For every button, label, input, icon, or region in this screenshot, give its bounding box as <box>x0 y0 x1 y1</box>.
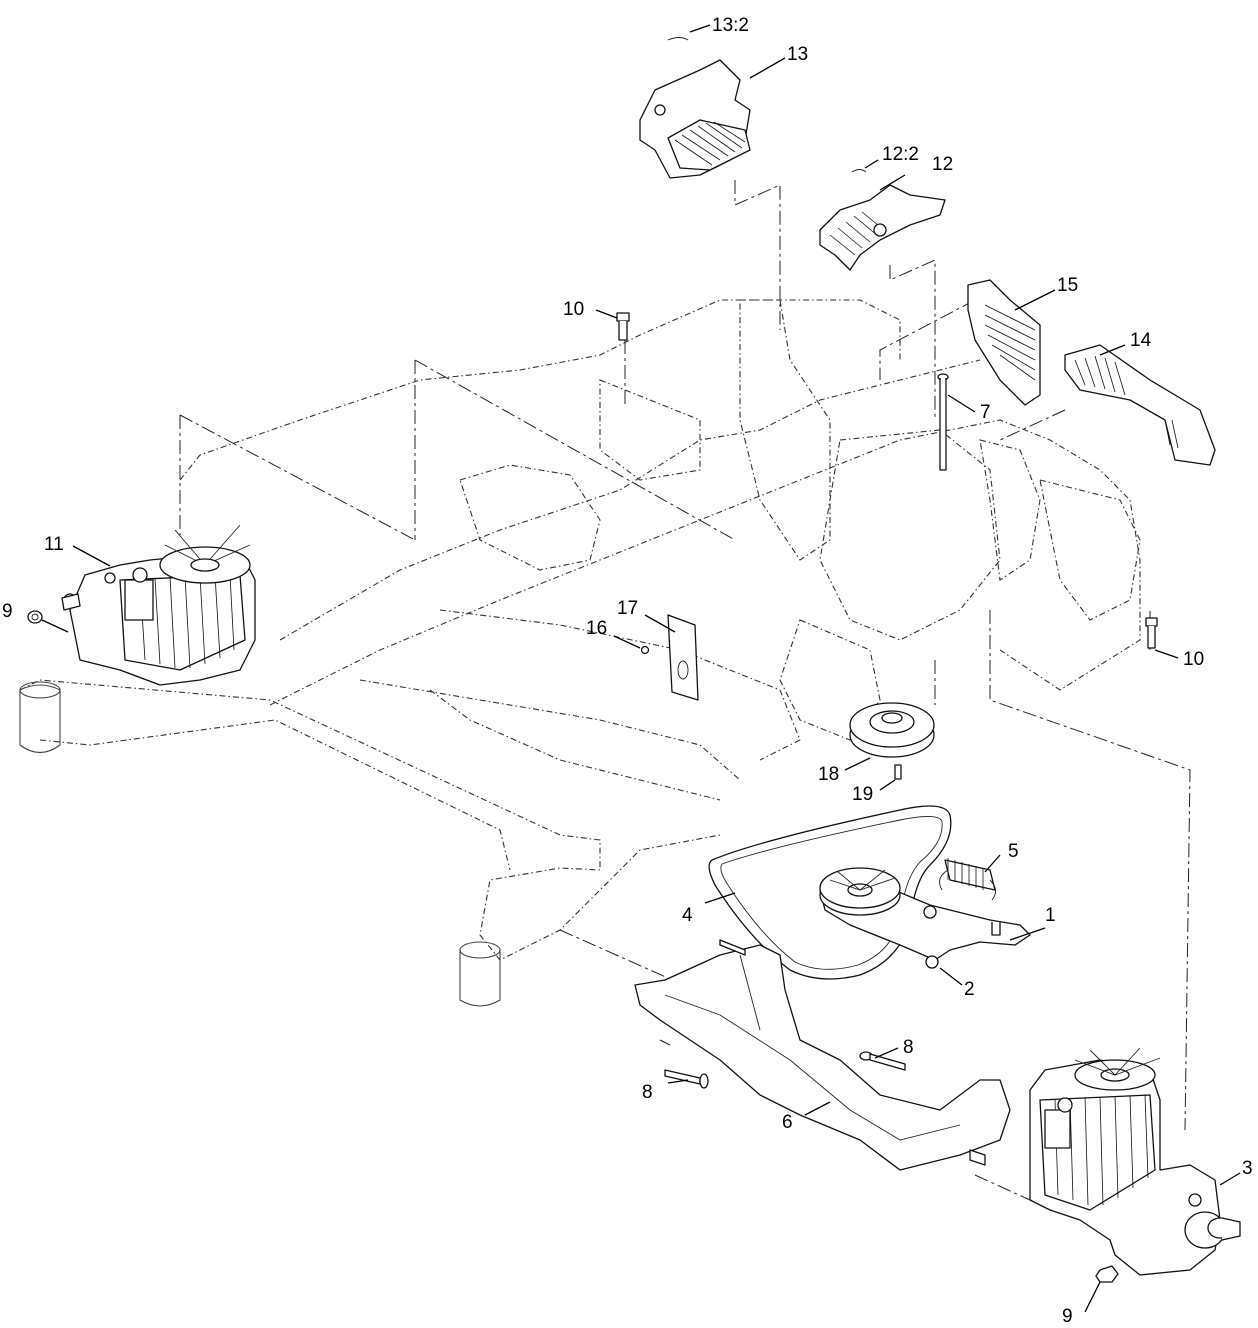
callout-8a: 8 <box>642 1082 653 1103</box>
pin-8-left <box>664 1069 709 1089</box>
screw-16 <box>640 645 650 655</box>
nut-2 <box>925 955 939 969</box>
callout-12: 12 <box>932 154 953 175</box>
callout-2: 2 <box>964 979 975 1000</box>
bolt-10-left <box>616 312 630 341</box>
lower-frame-6 <box>634 939 1011 1171</box>
assembly-lines <box>179 180 1191 1201</box>
callout-5: 5 <box>1008 841 1019 862</box>
nut-9-left <box>27 610 43 624</box>
callout-8b: 8 <box>903 1037 914 1058</box>
callout-10a: 10 <box>563 299 584 320</box>
heat-shield-13 <box>639 37 751 179</box>
spring-5 <box>939 858 996 901</box>
callout-10b: 10 <box>1183 649 1204 670</box>
callout-13: 13 <box>787 44 808 65</box>
bracket-17 <box>667 614 699 701</box>
callout-11: 11 <box>44 534 64 555</box>
callout-13-2: 13:2 <box>712 15 749 36</box>
idler-arm-1 <box>819 867 1031 961</box>
callout-18: 18 <box>818 764 839 785</box>
heat-shield-12 <box>819 169 946 271</box>
callout-16: 16 <box>586 618 607 639</box>
callout-1: 1 <box>1045 905 1056 926</box>
bolt-10-right <box>1145 617 1158 649</box>
callout-19: 19 <box>852 784 873 805</box>
side-shield-15 <box>967 279 1041 406</box>
transmission-3 <box>1029 1047 1241 1276</box>
callout-14: 14 <box>1130 330 1152 351</box>
key-19 <box>894 764 902 780</box>
rear-shield-14 <box>1064 344 1216 466</box>
callout-7: 7 <box>980 402 991 423</box>
chassis-frame <box>19 299 1141 1007</box>
callout-9b: 9 <box>1062 1306 1073 1327</box>
leader-lines <box>41 24 1241 1313</box>
bolt-7 <box>937 373 949 471</box>
callout-3: 3 <box>1242 1158 1253 1179</box>
callout-12-2: 12:2 <box>882 144 919 165</box>
callout-9a: 9 <box>2 601 13 622</box>
pin-8-right <box>859 1051 906 1071</box>
callout-17: 17 <box>617 598 638 619</box>
nut-9-right <box>1095 1265 1119 1283</box>
callout-6: 6 <box>782 1112 793 1133</box>
transmission-11 <box>61 524 256 686</box>
callout-15: 15 <box>1057 275 1078 296</box>
pulley-18 <box>849 702 935 758</box>
callout-4: 4 <box>682 905 693 926</box>
